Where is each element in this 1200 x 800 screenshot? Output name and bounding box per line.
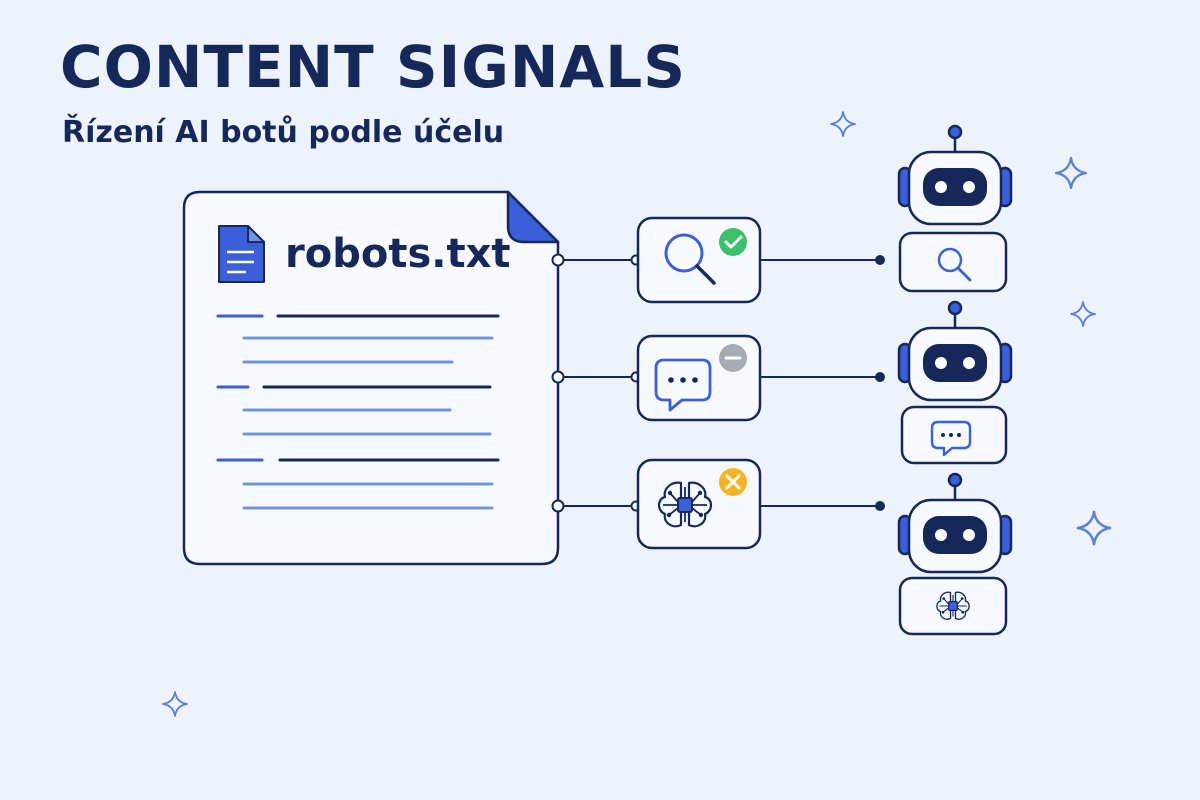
cross-badge-icon bbox=[719, 468, 747, 496]
signal-ai-training bbox=[636, 458, 762, 550]
robots-txt-document bbox=[182, 190, 560, 566]
robot-ai-training bbox=[897, 472, 1013, 636]
magnifier-icon bbox=[664, 233, 716, 285]
page-fold bbox=[506, 190, 560, 244]
document-icon bbox=[218, 225, 265, 283]
page-title: CONTENT SIGNALS bbox=[60, 33, 687, 101]
robot-chat bbox=[897, 300, 1013, 465]
chat-bubble-icon bbox=[654, 358, 712, 412]
signal-chat bbox=[636, 334, 762, 422]
page-subtitle: Řízení AI botů podle účelu bbox=[62, 115, 505, 150]
minus-badge-icon bbox=[719, 344, 747, 372]
check-badge-icon bbox=[719, 228, 747, 256]
robot-search bbox=[897, 124, 1013, 293]
file-name-label: robots.txt bbox=[285, 231, 511, 277]
document-text-lines bbox=[216, 314, 500, 510]
chat-bubble-icon bbox=[930, 420, 972, 457]
magnifier-icon bbox=[937, 247, 972, 282]
signal-search bbox=[636, 216, 762, 304]
